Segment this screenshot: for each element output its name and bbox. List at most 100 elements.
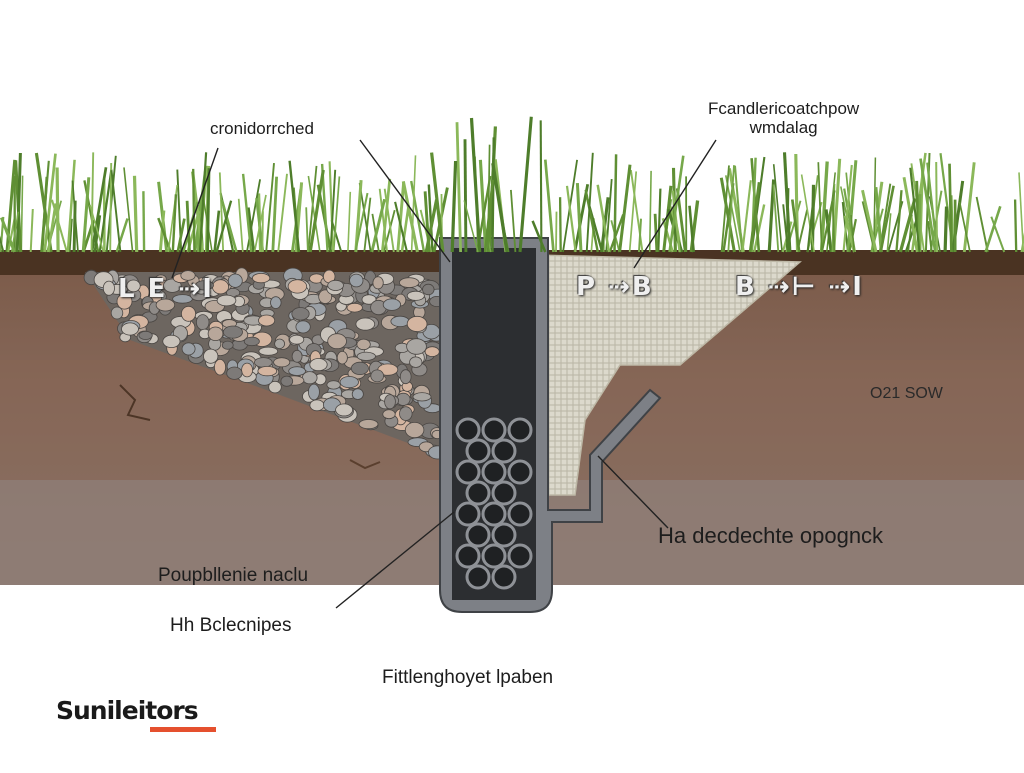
gravel-stone [356, 318, 375, 330]
label-top-right-line1: Fcandlericoatchpow [708, 100, 859, 119]
gravel-stone [383, 299, 400, 311]
gravel-stone [310, 400, 324, 411]
label-top-right: Fcandlericoatchpow wmdalag [708, 100, 859, 137]
gravel-stone [391, 316, 409, 326]
label-top-right-line2: wmdalag [708, 119, 859, 138]
gravel-stone [308, 384, 319, 400]
gravel-stone [259, 315, 275, 326]
grass-blade [520, 117, 531, 252]
gravel-stone [103, 281, 114, 295]
pipe-perforation [467, 566, 489, 588]
gravel-stone [244, 337, 259, 346]
grass-blade [556, 212, 557, 252]
gravel-stone [289, 367, 306, 376]
gravel-stone [139, 331, 152, 339]
pipe-perforation [493, 566, 515, 588]
gravel-stone [111, 307, 123, 319]
gravel-stone [242, 363, 253, 377]
gravel-stone [327, 381, 340, 389]
gravel-stone [227, 367, 242, 379]
gravel-stone [259, 347, 278, 355]
gravel-stone [413, 393, 431, 401]
grass-blade [306, 207, 308, 252]
pipe-perforation [493, 482, 515, 504]
gravel-stone [407, 339, 427, 355]
grass-blade [818, 162, 822, 252]
gravel-stone [400, 407, 413, 421]
gravel-stone [292, 350, 302, 362]
pipe-perforation [509, 461, 531, 483]
gravel-stone [373, 277, 383, 289]
gravel-stone [274, 358, 290, 367]
grass-blade [187, 201, 189, 252]
grass-blade [273, 177, 277, 252]
pipe-perforation [457, 503, 479, 525]
brand-logo: Sunileitors [56, 696, 198, 725]
grass-blade [173, 194, 176, 252]
grass-blade [769, 180, 773, 253]
gravel-stone [399, 278, 419, 288]
pipe-perforation [467, 440, 489, 462]
section-letters-center: P ⇢B [576, 272, 654, 302]
gravel-stone [357, 352, 375, 360]
grass-blade [278, 174, 287, 252]
grass-blade [143, 191, 144, 252]
gravel-stone [288, 280, 307, 293]
pipe-perforation [457, 419, 479, 441]
pipe-perforation [509, 503, 531, 525]
grass-blade [615, 154, 617, 252]
grass-blade [348, 192, 350, 252]
grass-blade [457, 122, 461, 252]
pipe-perforation [483, 503, 505, 525]
pipe-perforation [483, 545, 505, 567]
grass-layer [0, 117, 1024, 252]
grass-blade [110, 163, 111, 252]
gravel-stone [296, 321, 310, 333]
grass-blade [74, 201, 75, 252]
grass-blade [742, 180, 750, 252]
section-letters-right: B ⇢⊢ ⇢I [735, 272, 864, 302]
grass-blade [991, 217, 1004, 252]
grass-blade [541, 120, 542, 252]
gravel-stone [182, 343, 195, 355]
gravel-stone [337, 351, 347, 364]
pipe-perforation [509, 419, 531, 441]
grass-blade [1015, 200, 1016, 253]
label-bottom: Fittlenghoyet lpaben [382, 668, 553, 689]
gravel-stone [254, 358, 272, 368]
gravel-stone [310, 359, 327, 371]
gravel-stone [383, 410, 395, 419]
gravel-stone [347, 303, 362, 312]
grass-blade [193, 169, 194, 252]
pipe-perforation [493, 440, 515, 462]
gravel-stone [208, 327, 223, 341]
gravel-stone [371, 370, 384, 382]
grass-blade [950, 164, 952, 252]
pipe-perforation [509, 545, 531, 567]
brand-logo-accent [150, 727, 216, 732]
grass-blade [31, 209, 33, 252]
pipe-perforation [457, 461, 479, 483]
grass-blade [560, 197, 561, 252]
grass-blade [465, 139, 466, 252]
gravel-stone [292, 308, 309, 321]
gravel-stone [212, 280, 228, 294]
grass-blade [208, 168, 209, 252]
gravel-stone [410, 357, 422, 368]
grass-blade [986, 206, 1001, 252]
grass-blade [945, 207, 946, 252]
pipe-perforation [483, 461, 505, 483]
gravel-stone [352, 389, 363, 400]
grass-blade [936, 162, 937, 252]
grass-blade [262, 211, 263, 252]
grass-blade [239, 199, 243, 252]
gravel-stone [385, 395, 396, 409]
gravel-stone [407, 291, 424, 300]
label-left-upper: Poupbllenie naclu [158, 566, 308, 587]
gravel-stone [290, 335, 304, 344]
grass-blade [124, 167, 133, 252]
gravel-stone [328, 334, 347, 349]
pipe-perforation [493, 524, 515, 546]
